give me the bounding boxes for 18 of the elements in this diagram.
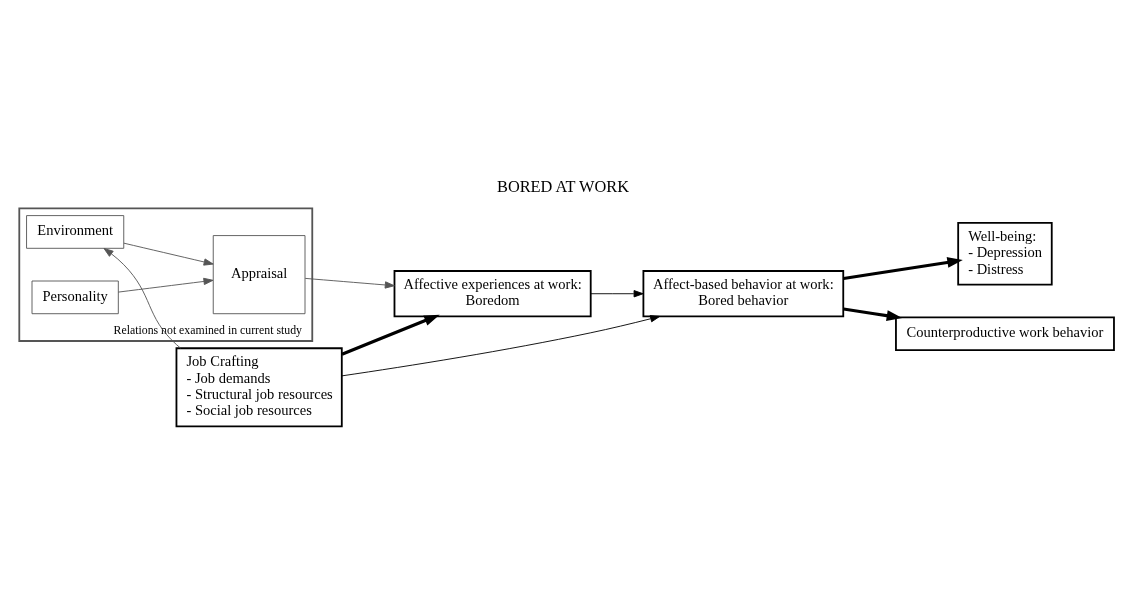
arrow [123, 242, 214, 266]
arrow [304, 277, 395, 289]
arrow [843, 307, 903, 322]
arrow [843, 257, 963, 281]
node-box: Personality [31, 280, 119, 315]
arrow [341, 314, 440, 356]
node-box: Affect-based behavior at work: Bored behavior [642, 270, 845, 318]
node-box: Counterproductive work behavior [895, 316, 1115, 351]
arrow [117, 277, 214, 293]
node-box: Job Crafting - Job demands - Structural job resources - Social job resources [175, 347, 343, 428]
node-box: Affective experiences at work: Boredom [393, 270, 592, 318]
node-box: Well-being: - Depression - Distress [957, 221, 1053, 286]
node-box: Environment [26, 215, 125, 249]
diagram-title: BORED AT WORK [497, 177, 629, 197]
arrow [341, 315, 661, 377]
arrow [103, 247, 181, 349]
arrow [590, 290, 644, 298]
node-box: Appraisal [212, 235, 306, 315]
